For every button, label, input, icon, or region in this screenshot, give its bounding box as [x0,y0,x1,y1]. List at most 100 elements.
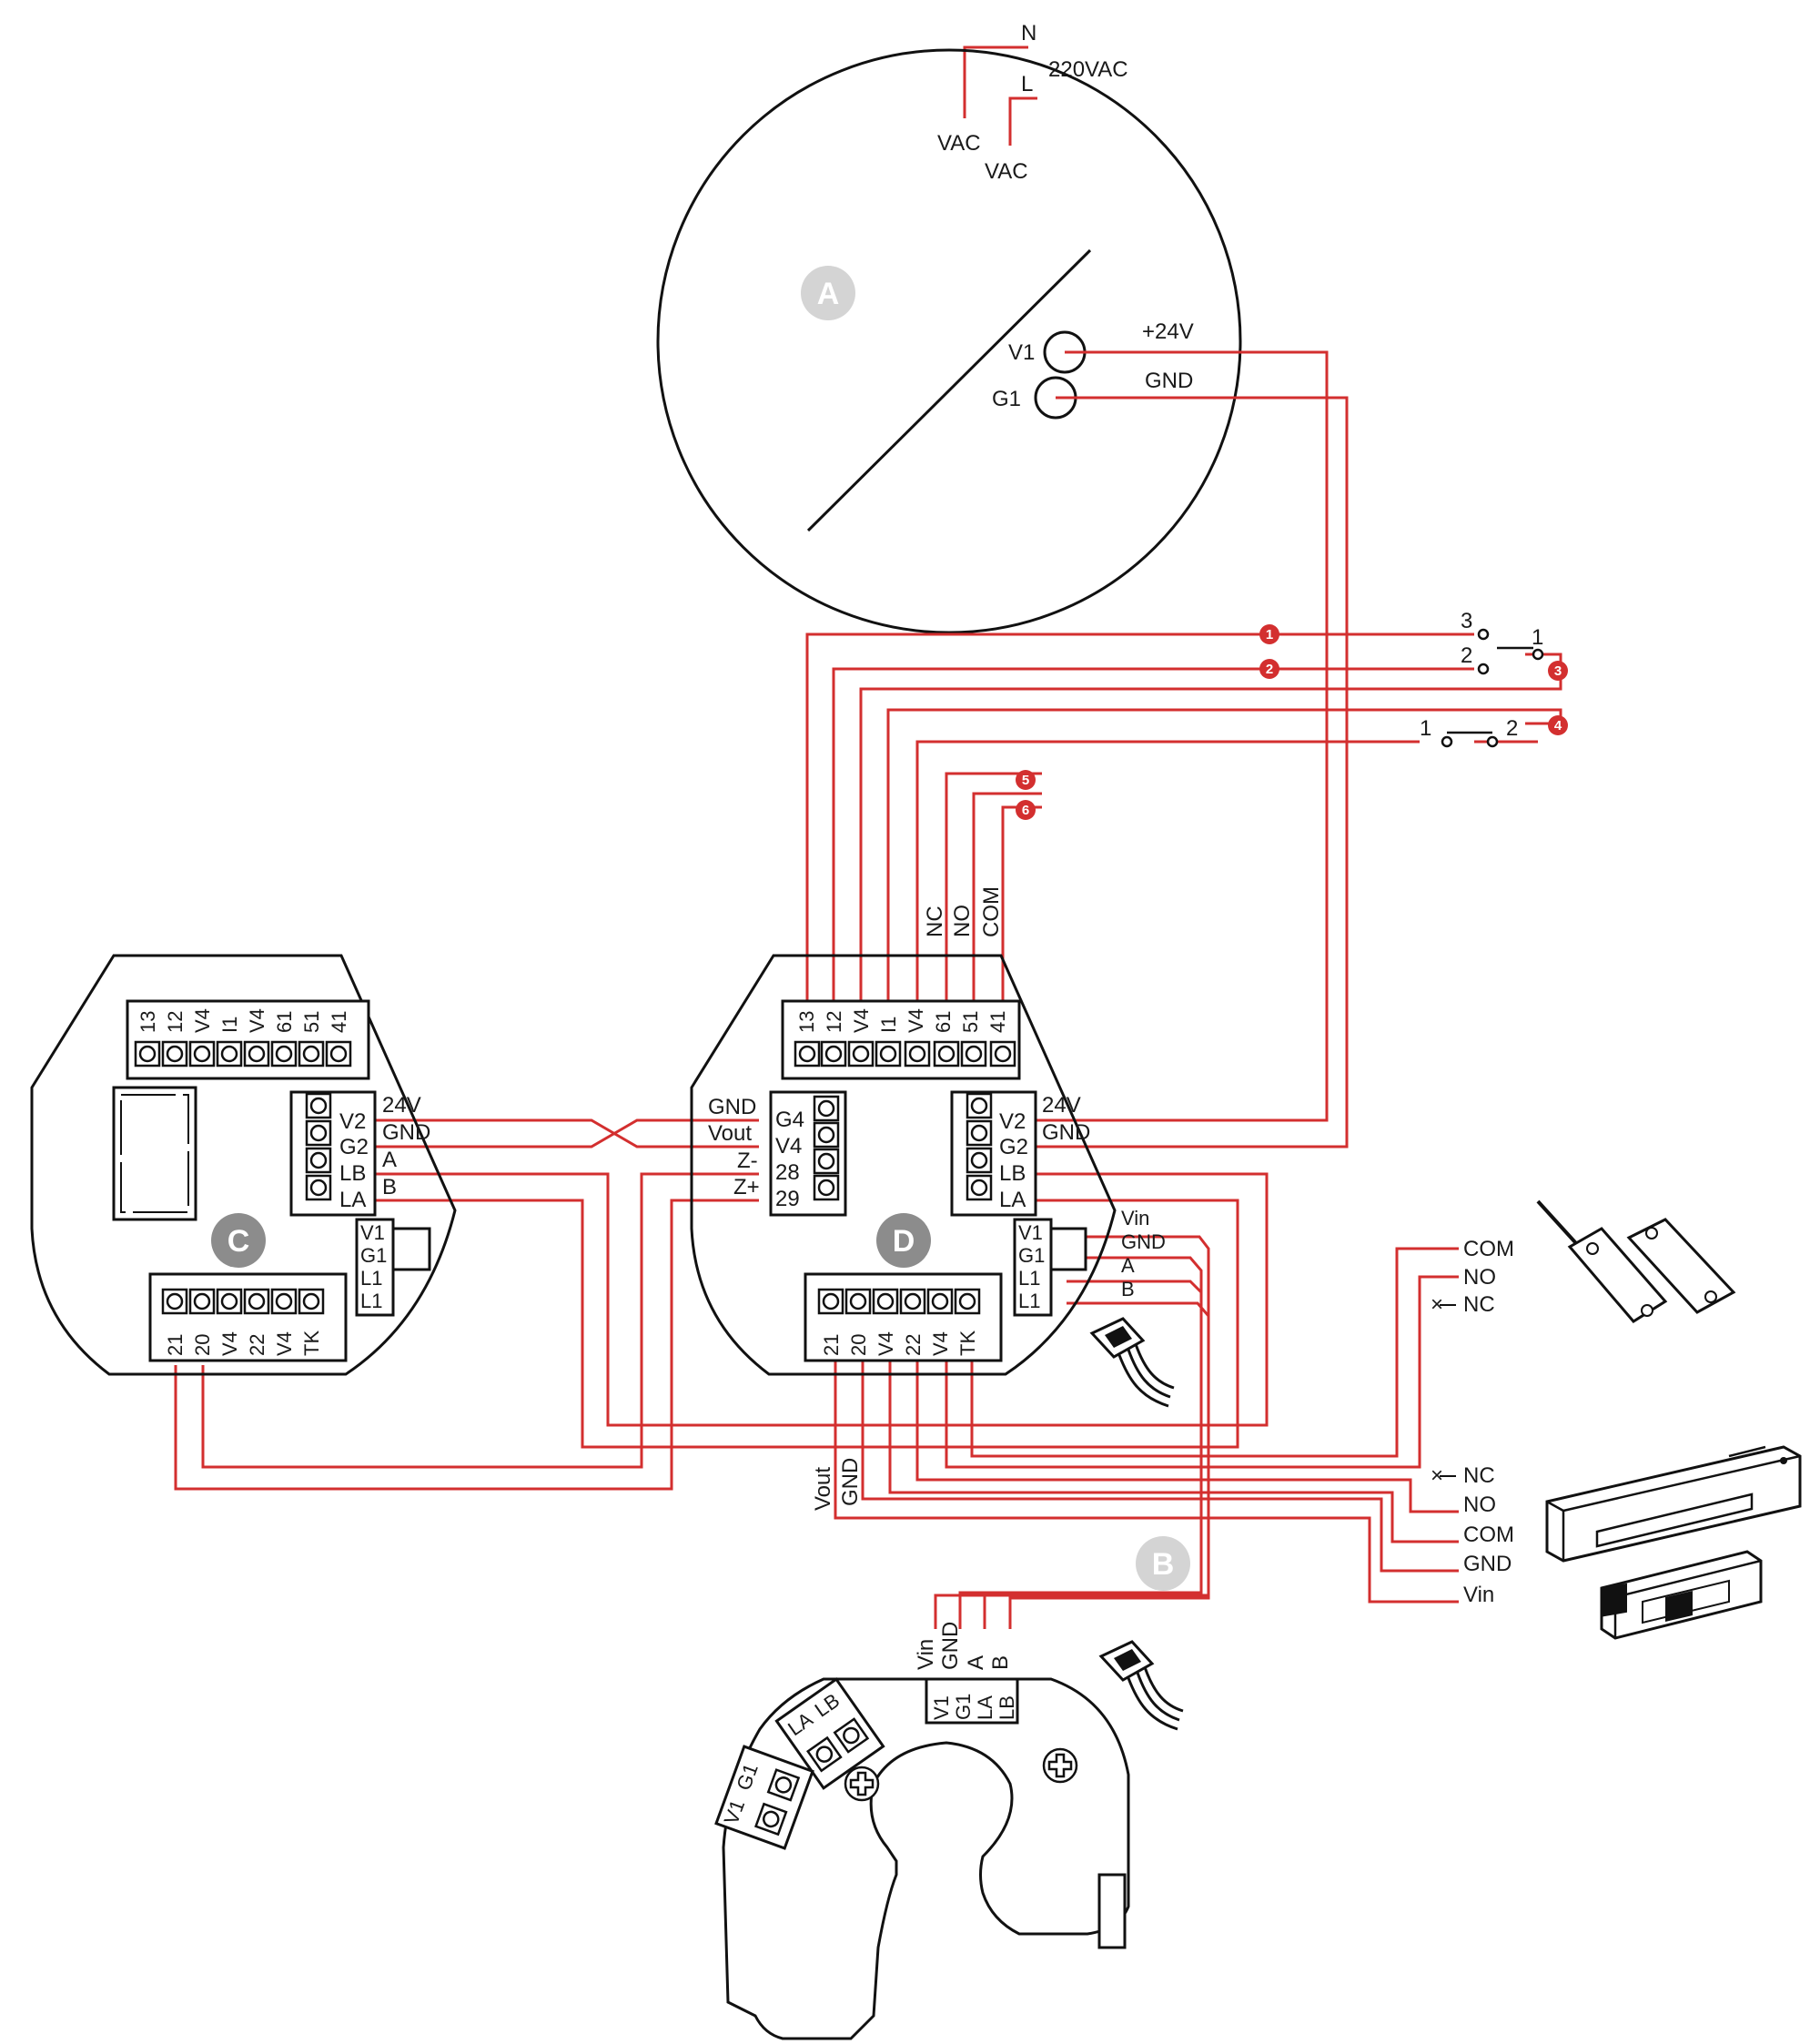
wires [174,350,1562,1629]
device-c-body [30,954,457,1376]
device-b-screw-left [844,1766,880,1802]
switch-top[interactable]: 3 2 1 [1461,609,1543,675]
device-b-badge-circle [1136,1536,1190,1591]
svg-text:41: 41 [986,1011,1009,1033]
device-d-wire-zminus: Z- [737,1148,758,1173]
wire-c-21 [174,1199,759,1491]
device-c-wire-gnd: GND [382,1120,430,1145]
svg-text:V4: V4 [273,1331,296,1356]
sensor-no-label: NO [1463,1265,1496,1290]
wire-nc [945,772,1042,1001]
wire-d-tk-com [970,1247,1459,1458]
marker-6: 6 [1016,800,1036,820]
device-b-terminal-block [925,1677,1019,1725]
device-b: Vin GND A B V1 G1 LA LB LA LB V1 G1 [714,1622,1130,2040]
device-c-wire-b: B [382,1175,397,1199]
svg-text:41: 41 [328,1011,350,1033]
wire-c-la [375,1199,1239,1449]
device-c-display [112,1086,197,1221]
mains-power: N L 220VAC [963,21,1128,146]
device-d-la: LA [999,1188,1026,1212]
device-b-wire-gnd: GND [938,1622,963,1670]
device-c-badge: C [228,1224,250,1259]
svg-text:6: 6 [1022,803,1029,818]
svg-text:51: 51 [300,1011,323,1033]
device-d-29: 29 [775,1187,800,1211]
label-vac-1: VAC [937,131,981,156]
label-g1: G1 [992,387,1021,411]
switch-top-1: 1 [1532,625,1543,650]
lock-gnd-label: GND [1463,1552,1512,1576]
device-d-v4: V4 [775,1134,802,1159]
wire-a-b [983,1280,1203,1629]
device-a-body [656,48,1242,634]
wire-v4-1 [859,653,1562,1001]
switch-bottom[interactable]: 1 2 [1420,716,1518,748]
device-d-bottom-gnd: GND [838,1458,863,1506]
label-l: L [1021,72,1033,96]
wire-c-20 [201,1172,759,1469]
label-220vac: 220VAC [1048,57,1128,82]
device-a-badge-circle [801,266,855,320]
svg-text:V4: V4 [905,1008,927,1033]
sensor-com-label: COM [1463,1237,1514,1261]
svg-text:V4: V4 [875,1331,897,1356]
svg-text:V4: V4 [246,1008,268,1033]
svg-text:LB: LB [996,1695,1018,1720]
relay-nc-label: NC [923,906,947,937]
device-d-bottom-vout: Vout [811,1467,835,1511]
svg-text:V1: V1 [1018,1221,1043,1244]
switch-top-2: 2 [1461,643,1472,668]
switch-bottom-1: 1 [1420,716,1431,741]
device-b-wire-vin: Vin [914,1639,938,1670]
svg-text:L1: L1 [1018,1267,1040,1290]
device-c-la: LA [339,1188,366,1212]
svg-text:L1: L1 [1018,1290,1040,1312]
electromagnetic-lock [1545,1445,1802,1563]
device-b-v1-g1-block: V1 G1 [714,1745,814,1850]
marker-3: 3 [1548,661,1568,681]
svg-text:13: 13 [795,1011,818,1033]
device-b-badge: B [1152,1547,1175,1582]
lock-nc-x: × [1431,1463,1443,1488]
marker-4: 4 [1548,715,1568,735]
svg-text:12: 12 [164,1011,187,1033]
device-b-la-lb-block: LA LB [774,1677,885,1790]
svg-text:V4: V4 [191,1008,214,1033]
svg-text:I1: I1 [218,1017,241,1033]
svg-text:I1: I1 [877,1017,900,1033]
device-d-wire-zplus: Z+ [733,1175,760,1199]
relay-com-label: COM [979,886,1004,937]
device-c-l1-2: L1 [360,1290,382,1312]
device-d-wire-gnd2: GND [1121,1230,1166,1253]
wire-c-g2-d-v4 [375,1118,759,1148]
label-n: N [1021,21,1036,46]
device-d: 13 12 V4 I1 V4 61 51 41 G4 V4 28 29 GND … [690,954,1166,1511]
lock-com-label: COM [1463,1523,1514,1547]
label-vac-2: VAC [985,159,1028,184]
device-c-small-tab [391,1227,431,1271]
device-d-lb: LB [999,1161,1026,1186]
svg-text:V4: V4 [929,1331,952,1356]
svg-text:21: 21 [820,1334,843,1356]
svg-text:TK: TK [300,1331,323,1356]
device-d-wire-vout: Vout [708,1121,752,1146]
device-a: A VAC VAC V1 G1 +24V GND [656,48,1242,634]
device-c-v2: V2 [339,1109,366,1134]
svg-text:13: 13 [136,1011,159,1033]
wire-13 [805,632,1474,1001]
device-c-g1: G1 [360,1244,387,1267]
wire-i1 [886,708,1562,1001]
wire-gnd-a-d [1036,396,1349,1148]
svg-text:61: 61 [273,1011,296,1033]
device-d-v2: V2 [999,1109,1026,1134]
wire-l [1008,96,1037,146]
device-d-wire-gnd: GND [708,1095,756,1119]
device-d-g2: G2 [999,1135,1028,1159]
wire-v4-2 [915,740,1420,1001]
device-d-g4: G4 [775,1108,804,1132]
lock-nc-label: NC [1463,1463,1495,1488]
device-d-badge: D [893,1224,915,1259]
device-c-right-block [289,1090,377,1217]
lock-no-label: NO [1463,1493,1496,1517]
